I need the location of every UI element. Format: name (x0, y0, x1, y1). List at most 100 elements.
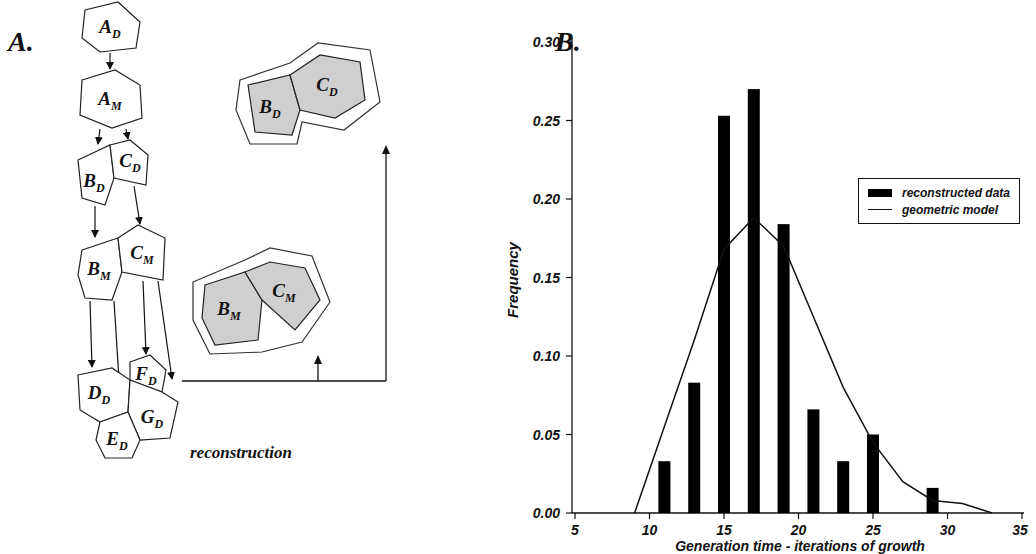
tick (1021, 513, 1022, 519)
tick (649, 513, 650, 519)
reconstruction-outline (193, 248, 330, 354)
cell-letter: E (106, 428, 119, 449)
legend-swatch (868, 189, 892, 197)
cell-shape (118, 225, 165, 280)
histogram-bar (867, 435, 879, 514)
cell-letter: B (217, 298, 230, 319)
model-curve (635, 218, 993, 513)
cell-label: CD (316, 75, 337, 98)
panel-label: A. (8, 28, 34, 56)
histogram-bar (778, 224, 790, 513)
lineage-arrow (90, 301, 92, 367)
cell-subscript: D (102, 393, 111, 407)
legend-row: reconstructed data (868, 184, 1010, 201)
tick-label: 25 (865, 523, 881, 537)
cell-shape (96, 412, 140, 458)
cell-letter: C (130, 242, 143, 263)
cell-letter: D (88, 382, 102, 403)
cell-label: AM (98, 89, 121, 112)
cell-shape (290, 55, 365, 118)
reconstruction-line (182, 380, 386, 381)
cell-label: ED (106, 429, 127, 452)
cell-subscript: D (96, 181, 105, 195)
tick (574, 513, 575, 519)
histogram (566, 38, 1024, 519)
cell-label: CM (130, 243, 153, 266)
cell-letter: A (98, 88, 111, 109)
cell-shape (78, 145, 114, 205)
cell-letter: C (272, 280, 285, 301)
cell-subscript: M (285, 291, 296, 305)
cell-subscript: M (100, 269, 111, 283)
tick (566, 512, 572, 513)
cell-label: GD (141, 407, 163, 430)
lineage-arrow (134, 186, 140, 224)
cell-subscript: D (155, 417, 164, 431)
cell: CM (118, 225, 165, 280)
cell-label: DD (88, 383, 110, 406)
cell-subscript: D (112, 27, 121, 41)
axis-title: Frequency (505, 242, 520, 318)
cell-letter: A (99, 16, 112, 37)
tick-label: 0.20 (533, 192, 560, 206)
cell: BM (78, 238, 122, 300)
reconstruction-outline (236, 43, 380, 144)
tick-label: 0.30 (533, 35, 560, 49)
histogram-bar (688, 383, 700, 513)
cell: AM (80, 70, 142, 128)
cell: ED (96, 412, 140, 458)
cell-subscript: D (132, 161, 141, 175)
tick (566, 277, 572, 278)
cell-letter: G (141, 406, 155, 427)
cell-label: BM (217, 299, 240, 322)
cell: BD (78, 145, 114, 205)
cell-subscript: D (119, 439, 128, 453)
cell-subscript: D (272, 107, 281, 121)
arrowhead (382, 145, 390, 154)
cell-letter: C (119, 150, 132, 171)
lineage-arrow (109, 53, 110, 69)
tick (798, 513, 799, 519)
cell: AD (82, 2, 140, 52)
cell-shape (110, 140, 148, 185)
cell-letter: B (259, 96, 272, 117)
histogram-bar (718, 116, 730, 513)
tick (723, 513, 724, 519)
histogram-bar (807, 409, 819, 513)
cell-letter: B (83, 170, 96, 191)
lineage-arrow (94, 206, 95, 237)
tick-label: 5 (571, 523, 579, 537)
cell-shape (80, 70, 142, 128)
cell-label: BD (259, 97, 280, 120)
cell-letter: B (87, 258, 100, 279)
cell-letter: C (316, 74, 329, 95)
legend-line (868, 209, 892, 210)
axis-title: Generation time - iterations of growth (675, 539, 925, 553)
cell-label: BD (83, 171, 104, 194)
tick-label: 0.00 (533, 506, 560, 520)
cell: FD (130, 355, 166, 392)
lineage-arrow (98, 129, 100, 144)
tick-label: 0.10 (533, 349, 560, 363)
arrowhead (314, 355, 322, 364)
tick (872, 513, 873, 519)
legend-row: geometric model (868, 201, 1010, 218)
cell-subscript: M (111, 99, 122, 113)
reconstruction-arrow (317, 362, 318, 381)
histogram-bar (837, 461, 849, 513)
cell-subscript: D (329, 85, 338, 99)
reconstructed-cell: CM (245, 262, 320, 330)
cell-label: FD (135, 364, 156, 387)
tick-label: 0.25 (533, 114, 560, 128)
reconstruction-arrow (385, 152, 386, 381)
y-axis (571, 38, 572, 513)
legend-box: reconstructed datageometric model (858, 178, 1020, 224)
cell: CD (110, 140, 148, 185)
tick (566, 120, 572, 121)
tick-label: 10 (642, 523, 658, 537)
tick-label: 30 (940, 523, 956, 537)
cell-shape (78, 238, 122, 300)
cell-label: BM (87, 259, 110, 282)
tick (947, 513, 948, 519)
tick (566, 355, 572, 356)
